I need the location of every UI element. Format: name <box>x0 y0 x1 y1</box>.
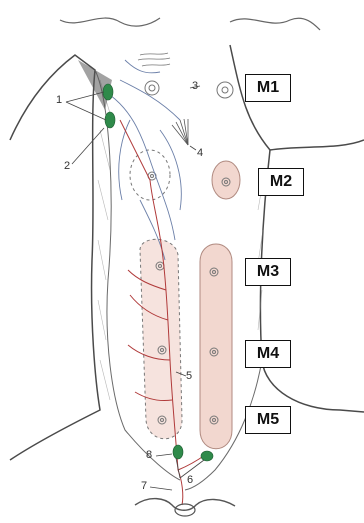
mammary-gland-m1 <box>217 82 233 98</box>
label-5: 5 <box>186 370 192 382</box>
label-6: 6 <box>187 474 193 486</box>
lymph-zone-lower <box>140 239 182 438</box>
label-m3: M3 <box>245 258 291 286</box>
label-m5: M5 <box>245 406 291 434</box>
mammary-gland-m3-m5 <box>200 244 232 449</box>
label-m4: M4 <box>245 340 291 368</box>
label-1: 1 <box>56 94 62 106</box>
rib-lines <box>138 53 170 66</box>
label-2: 2 <box>64 160 70 172</box>
label-3: 3 <box>192 80 198 92</box>
label-m1: M1 <box>245 74 291 102</box>
fan-structure <box>172 119 188 145</box>
label-7: 7 <box>141 480 147 492</box>
body-outline-left <box>10 55 100 460</box>
label-8: 8 <box>146 449 152 461</box>
head-outline-left <box>60 18 160 26</box>
leader-lines <box>66 86 204 490</box>
label-m2: M2 <box>258 168 304 196</box>
label-4: 4 <box>197 147 203 159</box>
body-shading <box>98 80 265 400</box>
lymph-zone-upper <box>130 150 170 200</box>
head-outline-right <box>230 18 320 30</box>
